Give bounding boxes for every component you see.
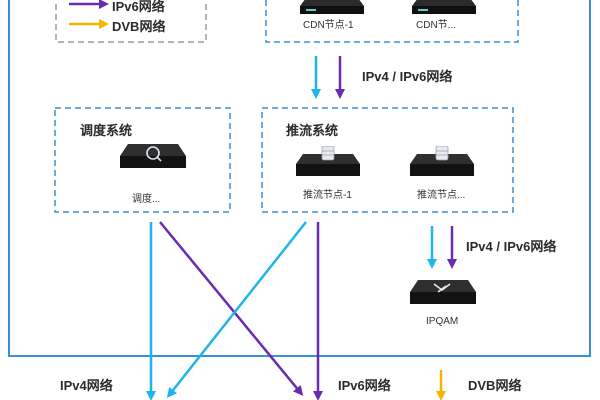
ipqam-label: IPQAM xyxy=(426,316,459,327)
push-system-box xyxy=(261,107,514,213)
legend-dvb-label: DVB网络 xyxy=(112,19,166,34)
push-node-2-label: 推流节点... xyxy=(417,190,466,201)
legend-ipv6-label: IPv6网络 xyxy=(112,0,165,14)
server-icon xyxy=(412,0,476,16)
schedule-node-label: 调度... xyxy=(132,194,161,205)
bottom-ipv4-label: IPv4网络 xyxy=(60,378,113,393)
server-icon xyxy=(410,146,474,180)
schedule-system-box xyxy=(54,107,231,213)
bottom-ipv6-label: IPv6网络 xyxy=(338,378,391,393)
schedule-system-title: 调度系统 xyxy=(80,123,133,138)
schedule-ipv6-line xyxy=(159,221,304,396)
legend-box xyxy=(55,0,207,43)
link-mid-label: IPv4 / IPv6网络 xyxy=(466,239,557,254)
cdn-node-1-label: CDN节点-1 xyxy=(303,20,354,31)
link-top-label: IPv4 / IPv6网络 xyxy=(362,69,453,84)
push-node-1-label: 推流节点-1 xyxy=(303,190,352,201)
push-system-title: 推流系统 xyxy=(286,123,339,138)
outer-frame xyxy=(8,0,591,357)
cdn-node-2-label: CDN节... xyxy=(416,20,456,31)
scheduler-server-icon xyxy=(120,144,186,174)
server-icon xyxy=(296,146,360,180)
push-ipv4-line xyxy=(166,221,307,398)
bottom-dvb-label: DVB网络 xyxy=(468,378,522,393)
ipqam-device-icon xyxy=(410,280,476,308)
server-icon xyxy=(300,0,364,16)
